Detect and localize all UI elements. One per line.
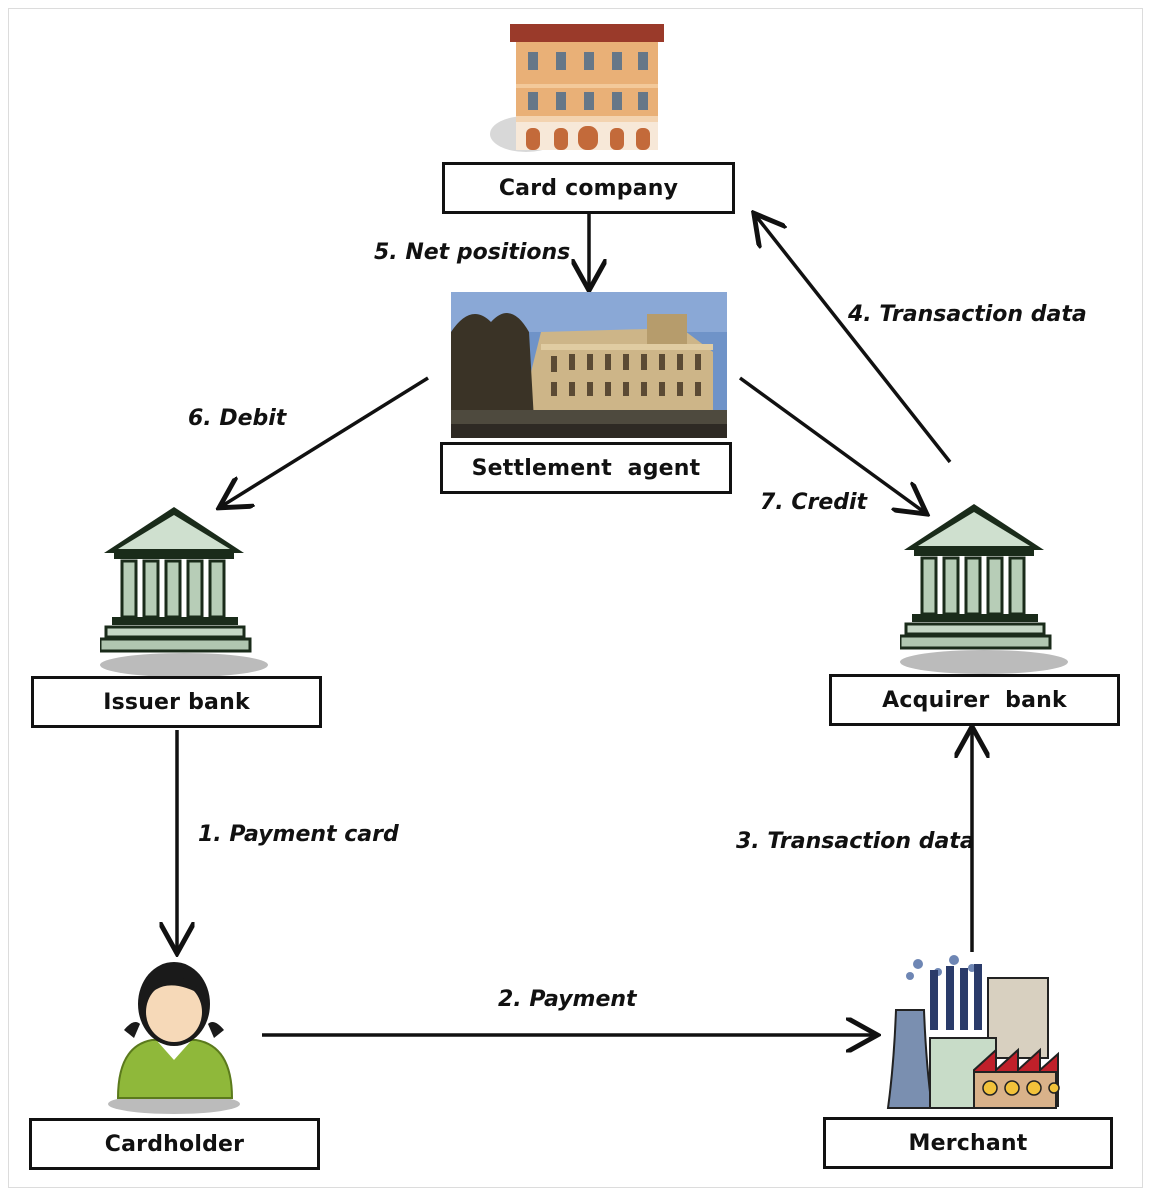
factory-icon xyxy=(880,954,1062,1114)
cardholder-box: Cardholder xyxy=(29,1118,320,1170)
settlement-agent-box: Settlement agent xyxy=(440,442,732,494)
bank-icon xyxy=(900,502,1072,674)
flow-label-debit: 6. Debit xyxy=(188,406,287,431)
flow-label-payment: 2. Payment xyxy=(498,987,637,1012)
issuer-bank-label: Issuer bank xyxy=(103,689,250,715)
settlement-agent-label: Settlement agent xyxy=(471,455,701,481)
arrow-transaction-data-4 xyxy=(756,216,952,464)
cardholder-label: Cardholder xyxy=(104,1131,245,1157)
settlement-building-photo xyxy=(451,292,727,438)
person-icon xyxy=(104,958,254,1114)
arrow-debit xyxy=(222,376,429,506)
card-company-label: Card company xyxy=(498,175,679,201)
acquirer-bank-box: Acquirer bank xyxy=(829,674,1120,726)
flow-label-payment-card: 1. Payment card xyxy=(198,822,399,847)
flow-label-transaction-data-3: 3. Transaction data xyxy=(736,829,975,854)
card-company-box: Card company xyxy=(442,162,735,214)
merchant-box: Merchant xyxy=(823,1117,1113,1169)
arrow-credit xyxy=(738,376,924,512)
diagram-frame xyxy=(8,8,1143,1188)
flow-label-net-positions: 5. Net positions xyxy=(374,240,571,265)
bank-icon xyxy=(100,505,272,677)
office-building-icon xyxy=(486,22,668,152)
acquirer-bank-label: Acquirer bank xyxy=(882,687,1067,713)
merchant-label: Merchant xyxy=(908,1130,1028,1156)
flow-label-transaction-data-4: 4. Transaction data xyxy=(848,302,1087,327)
flow-label-credit: 7. Credit xyxy=(760,490,868,515)
issuer-bank-box: Issuer bank xyxy=(31,676,322,728)
